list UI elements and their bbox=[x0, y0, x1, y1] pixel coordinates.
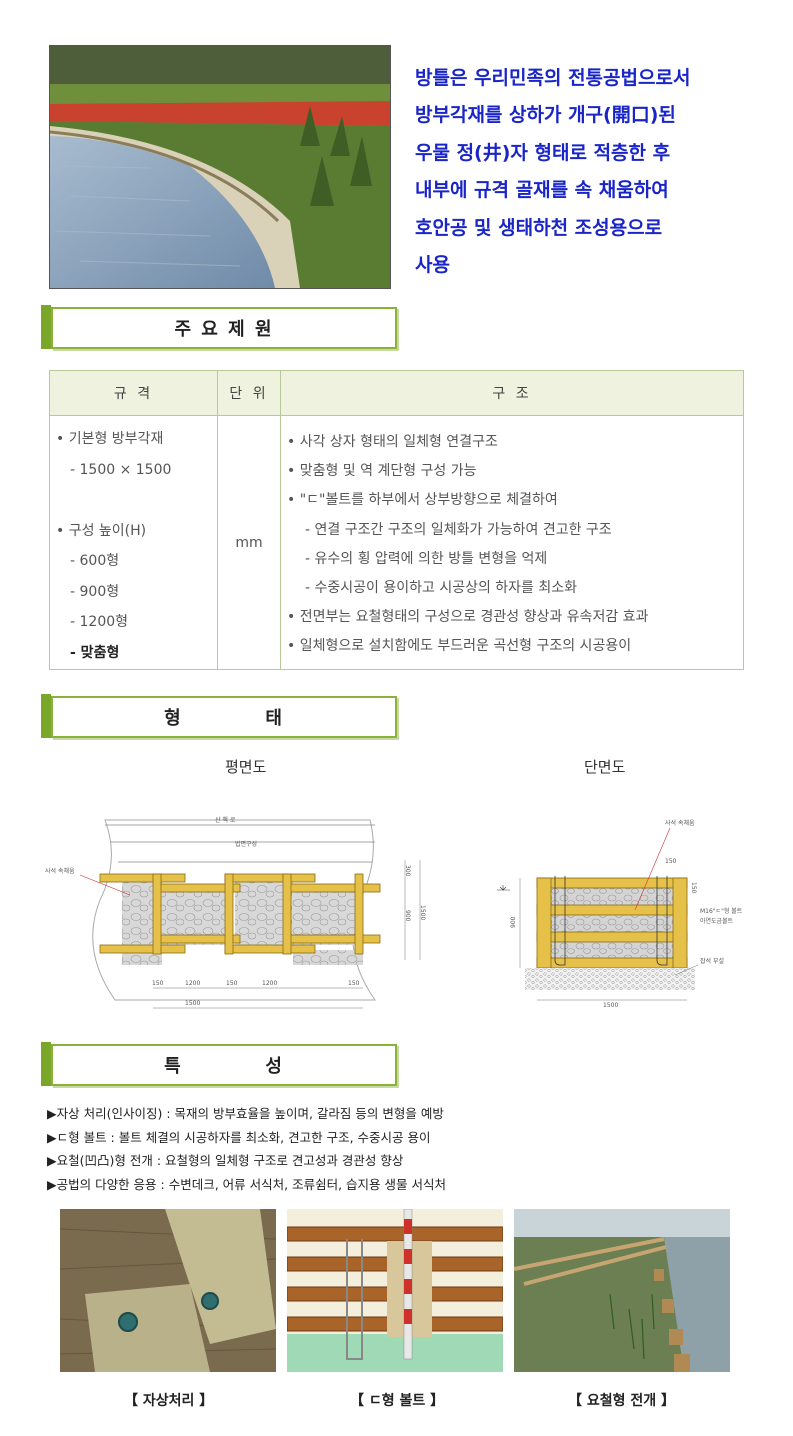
section-dim: 900 bbox=[510, 916, 517, 928]
plan-dim: 300 bbox=[404, 865, 411, 877]
intro-line: 사용 bbox=[415, 254, 450, 277]
feature-item: ▶요철(凹凸)형 전개 : 요철형의 일체형 구조로 견고성과 경관성 향상 bbox=[47, 1153, 404, 1169]
table-header: 단 위 bbox=[217, 370, 281, 416]
spec-line: - 1200형 bbox=[70, 614, 129, 630]
feature-item: ▶공법의 다양한 응용 : 수변데크, 어류 서식처, 조류쉼터, 습지용 생물… bbox=[47, 1177, 446, 1193]
spec-line: • 전면부는 요철형태의 구성으로 경관성 향상과 유속저감 효과 bbox=[287, 609, 649, 626]
spec-line: - 맞춤형 bbox=[70, 644, 120, 661]
table-header: 규 격 bbox=[49, 370, 218, 416]
section-bolt2-label: 아연도금볼트 bbox=[700, 917, 734, 925]
section-view-title: 단면도 bbox=[584, 758, 626, 776]
plan-fill-label: 사석 속채움 bbox=[45, 867, 75, 875]
accent-bar bbox=[41, 694, 51, 738]
intro-line: 방틀은 우리민족의 전통공법으로서 bbox=[415, 67, 691, 89]
section-header-features: 특 성 bbox=[41, 1042, 397, 1086]
section-fill-label: 사석 속채움 bbox=[665, 819, 695, 827]
plan-trail-label: 산 책 로 bbox=[215, 816, 236, 824]
section-dim: 150 bbox=[690, 882, 697, 894]
spec-line: - 1500 × 1500 bbox=[70, 461, 172, 478]
hero-photo bbox=[49, 45, 391, 289]
features-list: ▶자상 처리(인사이징) : 목재의 방부효율을 높이며, 갈라짐 등의 변형을… bbox=[47, 1102, 446, 1197]
caption-incising: 【 자상처리 】 bbox=[124, 1393, 214, 1409]
spec-line: • 기본형 방부각재 bbox=[56, 431, 164, 447]
plan-dim: 150 bbox=[348, 980, 360, 987]
section-title: 형 태 bbox=[164, 708, 284, 729]
section-title: 주 요 제 원 bbox=[174, 319, 274, 340]
section-header-shape: 형 태 bbox=[41, 694, 397, 738]
spec-line: • 맞춤형 및 역 계단형 구성 가능 bbox=[287, 463, 477, 480]
section-dim: 150 bbox=[665, 858, 677, 865]
intro-line: 방부각재를 상하가 개구(開口)된 bbox=[415, 104, 676, 127]
intro-line: 호안공 및 생태하천 조성용으로 bbox=[415, 216, 663, 239]
plan-dim: 900 bbox=[404, 910, 411, 922]
intro-line: 우물 정(井)자 형태로 적층한 후 bbox=[415, 141, 671, 164]
caption-bolt: 【 ㄷ형 볼트 】 bbox=[350, 1393, 445, 1409]
caption-uneven: 【 요철형 전개 】 bbox=[568, 1393, 676, 1409]
spec-line: • 일체형으로 설치함에도 부드러운 곡선형 구조의 시공용이 bbox=[287, 638, 632, 655]
intro-text: 방틀은 우리민족의 전통공법으로서 방부각재를 상하가 개구(開口)된 우물 정… bbox=[415, 60, 775, 284]
spec-line: • 사각 상자 형태의 일체형 연결구조 bbox=[287, 434, 498, 450]
photo-uneven bbox=[514, 1209, 730, 1372]
section-header-specs: 주 요 제 원 bbox=[41, 305, 397, 349]
spec-table: 규 격 단 위 구 조 • 기본형 방부각재 - 1500 × 1500 • 구… bbox=[49, 370, 744, 670]
plan-dim: 150 bbox=[226, 980, 238, 987]
plan-dim: 1500 bbox=[419, 905, 426, 920]
table-header: 구 조 bbox=[280, 370, 744, 416]
spec-line: • "ㄷ"볼트를 하부에서 상부방향으로 체결하여 bbox=[287, 492, 558, 509]
spec-line: - 연결 구조간 구조의 일체화가 가능하여 견고한 구조 bbox=[305, 521, 612, 538]
section-title: 특 성 bbox=[164, 1056, 284, 1077]
plan-slope-label: 법면구성 bbox=[235, 840, 257, 848]
spec-line: • 구성 높이(H) bbox=[56, 522, 147, 539]
section-base-label: 잡석 부설 bbox=[700, 957, 724, 965]
spec-line bbox=[56, 485, 216, 516]
photo-bolt bbox=[287, 1209, 503, 1372]
plan-dim: 1200 bbox=[262, 980, 277, 987]
intro-line: 내부에 규격 골재를 속 채움하여 bbox=[415, 179, 669, 202]
spec-line: - 수중시공이 용이하고 시공상의 하자를 최소화 bbox=[305, 579, 578, 596]
accent-bar bbox=[41, 305, 51, 349]
plan-dim: 1500 bbox=[185, 1000, 200, 1007]
plan-view-title: 평면도 bbox=[225, 758, 267, 776]
section-drawing: 사석 속채움 M16"ㄷ"형 볼트 아연도금볼트 잡석 부설 150 150 9… bbox=[495, 810, 755, 1010]
spec-line: - 600형 bbox=[70, 553, 120, 569]
spec-line: - 900형 bbox=[70, 583, 120, 600]
spec-structure-cell: • 사각 상자 형태의 일체형 연결구조 • 맞춤형 및 역 계단형 구성 가능… bbox=[280, 415, 744, 670]
section-dim: 1500 bbox=[603, 1002, 618, 1009]
spec-unit-cell: mm bbox=[217, 415, 281, 670]
feature-item: ▶자상 처리(인사이징) : 목재의 방부효율을 높이며, 갈라짐 등의 변형을… bbox=[47, 1106, 444, 1121]
feature-item: ▶ㄷ형 볼트 : 볼트 체결의 시공하자를 최소화, 견고한 구조, 수중시공 … bbox=[47, 1129, 431, 1145]
accent-bar bbox=[41, 1042, 51, 1086]
plan-dim: 150 bbox=[152, 980, 164, 987]
spec-size-cell: • 기본형 방부각재 - 1500 × 1500 • 구성 높이(H) - 60… bbox=[49, 415, 218, 670]
section-bolt-label: M16"ㄷ"형 볼트 bbox=[700, 907, 743, 915]
spec-line: - 유수의 횡 압력에 의한 방틀 변형을 억제 bbox=[305, 550, 548, 567]
plan-drawing: 산 책 로 법면구성 사석 속채움 150 1200 150 1200 150 … bbox=[40, 800, 450, 1015]
photo-incising bbox=[60, 1209, 276, 1372]
plan-dim: 1200 bbox=[185, 980, 200, 987]
